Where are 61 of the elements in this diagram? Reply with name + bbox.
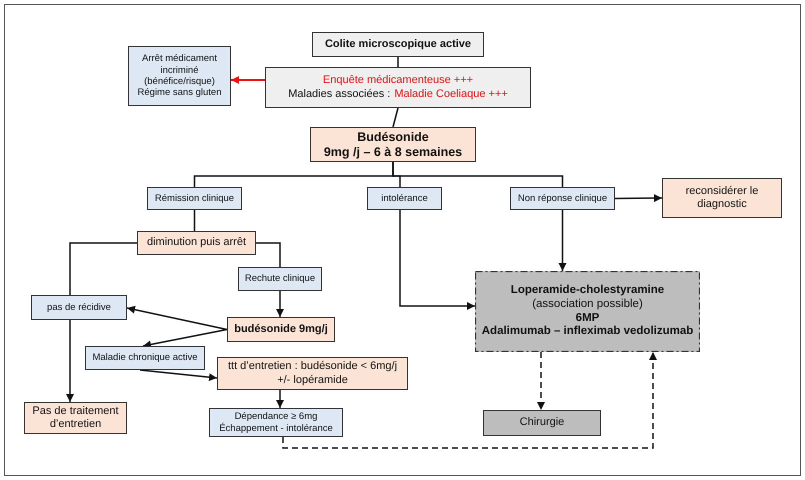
connector-line	[392, 108, 399, 128]
process-box	[265, 67, 531, 108]
process-box	[238, 267, 322, 291]
node-text: Rémission clinique	[154, 192, 236, 204]
node-text: intolérance	[380, 192, 429, 204]
arrow	[276, 390, 284, 408]
node-text: ttt d’entretien : budésonide < 6mg/j +/- lopéramide	[226, 360, 398, 387]
connector-line	[256, 242, 281, 267]
arrow	[142, 328, 228, 348]
arrow	[282, 352, 657, 449]
node-text: 6MP	[574, 312, 600, 326]
node-text: Non réponse clinique	[516, 192, 608, 204]
treatment-box	[662, 178, 782, 218]
node-text: Loperamide-cholestyramine	[510, 284, 666, 298]
node-text: Dépendance ≥ 6mg Échappement - intolérance	[218, 411, 334, 434]
node-text: Maladie Coeliaque +++	[394, 88, 508, 100]
arrow	[140, 369, 218, 382]
treatment-box	[483, 410, 601, 436]
node-text: Rechute clinique	[244, 273, 316, 285]
node-text: 9mg /j – 6 à 8 semaines	[322, 144, 464, 160]
process-box	[147, 187, 242, 210]
treatment-box	[310, 127, 476, 162]
treatment-box	[137, 231, 256, 255]
arrow	[537, 352, 545, 410]
process-box	[85, 346, 205, 370]
connector-line	[194, 210, 196, 231]
node-text: Budésonide	[356, 130, 430, 144]
node-text: reconsidérer le diagnostic	[684, 184, 760, 212]
arrow	[558, 210, 566, 271]
treatment-box	[217, 357, 408, 390]
connector-line	[397, 57, 399, 67]
node-text: (association possible)	[531, 298, 644, 312]
arrow	[276, 291, 284, 317]
node-text: Maladie chronique active	[91, 352, 199, 364]
process-box	[367, 187, 442, 210]
node-text: pas de récidive	[46, 302, 112, 314]
connector-line	[69, 242, 137, 295]
process-box	[128, 46, 231, 106]
node-text: diminution puis arrêt	[146, 236, 248, 250]
arrow	[126, 306, 228, 330]
treatment-box	[24, 402, 127, 434]
node-text: Enquête médicamenteuse +++	[322, 74, 474, 88]
node-text: Régime sans gluten	[136, 87, 222, 99]
node-text: Colite microscopique active	[324, 38, 472, 52]
connector-line	[392, 162, 564, 187]
process-box	[510, 187, 615, 210]
process-box	[209, 408, 343, 437]
node-text: budésonide 9mg/j	[233, 322, 329, 336]
process-box	[312, 32, 484, 57]
node-text: Arrêt médicament incriminé (bénéfice/risque)	[141, 53, 218, 88]
process-box	[31, 295, 127, 320]
arrow	[66, 320, 74, 402]
treatment-box	[227, 317, 335, 342]
arrow	[399, 210, 475, 310]
arrow	[615, 194, 662, 202]
node-text: Adalimumab – infleximab vedolizumab	[480, 325, 694, 340]
treatment-box	[475, 271, 700, 352]
node-text: Maladies associées :	[288, 88, 390, 100]
arrow	[231, 76, 265, 84]
node-text: Pas de traitement d’entretien	[31, 404, 120, 432]
node-text: Chirurgie	[518, 416, 566, 430]
